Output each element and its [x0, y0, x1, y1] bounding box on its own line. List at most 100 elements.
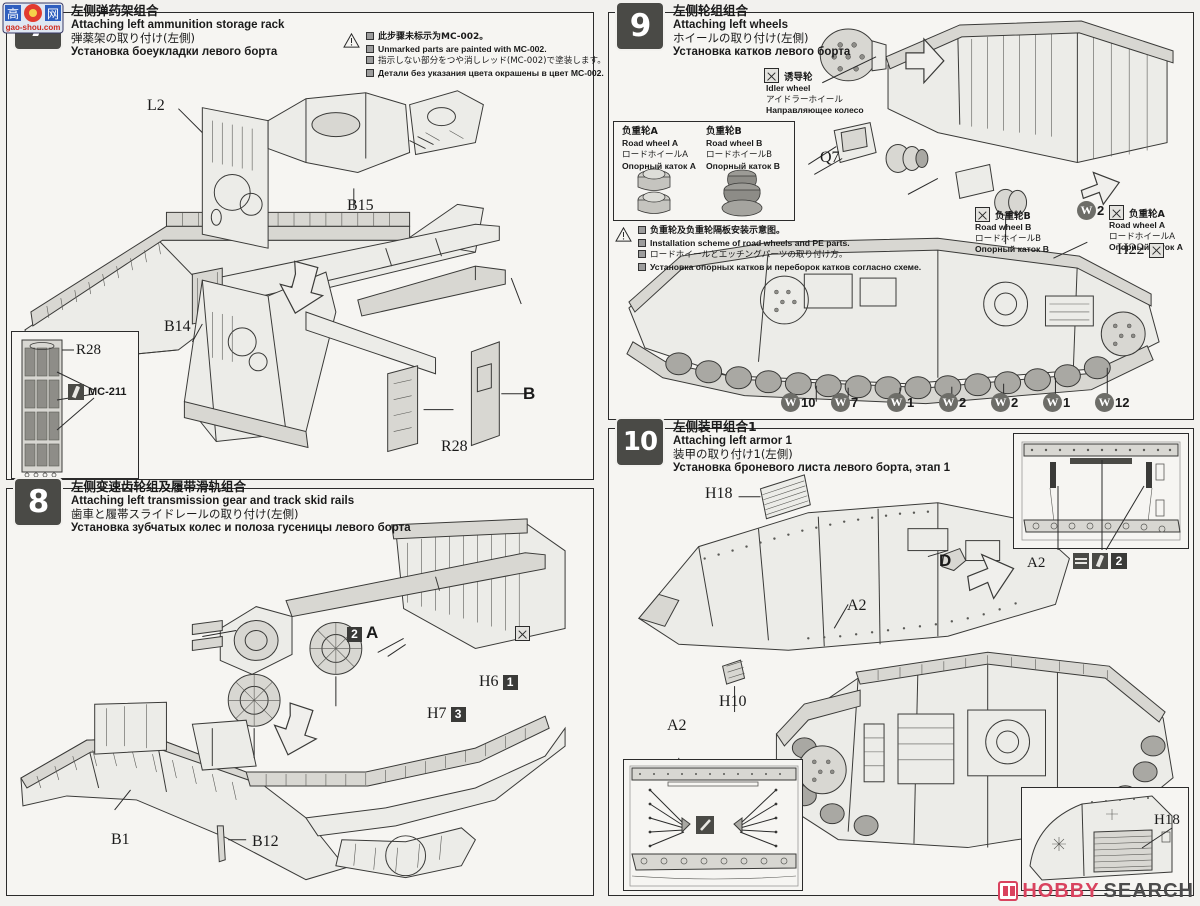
pe-part-icon	[1148, 242, 1164, 258]
wheel-marker-letter: W	[781, 393, 800, 412]
wheel-marker-letter: W	[1077, 201, 1096, 220]
part-label-b12: B12	[252, 833, 279, 850]
part-label-a: A	[366, 623, 379, 642]
step-7-note-cn: 此步骤未标示为MC-002。	[378, 32, 489, 42]
warning-icon	[343, 33, 360, 48]
step-8-panel: 8 左侧变速齿轮组及履带滑轨组合 Attaching left transmis…	[6, 479, 594, 896]
hobbysearch-text-b: SEARCH	[1103, 879, 1194, 902]
wheel-marker-count: 2	[1011, 395, 1019, 410]
part-label-q7: Q7	[820, 149, 840, 166]
flag-jp	[366, 56, 374, 65]
rwb-jp: ロードホイールB	[706, 149, 773, 160]
wheel-marker-letter: W	[887, 393, 906, 412]
rwa-callout-ru: Опорный каток A	[1109, 242, 1183, 252]
part-count-h7: 3	[450, 706, 466, 722]
step-7-title-cn: 左侧弹药架组合	[71, 3, 159, 18]
step-8-illustration	[20, 518, 566, 881]
step-8-header: 8 左侧变速齿轮组及履带滑轨组合 Attaching left transmis…	[15, 479, 411, 535]
step-10-panel: 10 左侧装甲组合1 Attaching left armor 1 装甲の取り付…	[608, 419, 1194, 896]
armor-inset-symbols: 2	[1073, 553, 1127, 569]
part-label-a2-main: A2	[847, 597, 867, 614]
legend-wheel-art	[637, 168, 763, 217]
hobbysearch-watermark: HOBBY SEARCH	[998, 878, 1194, 904]
flag-en	[638, 238, 646, 247]
pe-part-icon	[975, 207, 990, 222]
rwa-callout-en: Road wheel A	[1109, 220, 1166, 230]
part-label-b15: B15	[347, 197, 374, 214]
step-7-title-ru: Установка боеукладки левого борта	[71, 45, 278, 58]
pe-inset-part-label: R28	[76, 342, 102, 358]
wheel-marker-letter: W	[991, 393, 1010, 412]
step-8-title-cn: 左侧变速齿轮组及履带滑轨组合	[71, 479, 247, 494]
part-label-h18-inset: H18	[1154, 812, 1180, 828]
idler-ru: Направляющее колесо	[766, 105, 864, 115]
pe-part-icon	[1109, 205, 1124, 220]
rwb-ru: Опорный каток B	[706, 160, 780, 171]
warning-icon	[615, 227, 632, 242]
part-count-h6: 1	[502, 674, 518, 690]
pe-marker-step8	[515, 625, 530, 643]
part-label-a-group: 2 A	[347, 623, 378, 643]
part-label-h6: H6	[479, 673, 499, 690]
wheel-marker-1: W 10	[781, 393, 815, 412]
part-label-h22: H22	[1117, 241, 1145, 258]
part-label-b14: B14	[164, 318, 191, 335]
pe-fret-art	[21, 339, 95, 478]
part-label-h10: H10	[719, 693, 747, 710]
bend-fold-icon	[1073, 553, 1089, 569]
wheel-marker-count: 7	[851, 395, 859, 410]
rwb-callout-ru: Опорный каток B	[975, 244, 1049, 254]
step-9-panel: 9 左侧轮组组合 Attaching left wheels ホイールの取り付け…	[608, 3, 1194, 420]
wheel-marker-letter: W	[939, 393, 958, 412]
part-label-b1: B1	[111, 831, 130, 848]
flag-ru	[638, 262, 646, 271]
step-7-note-ru: Детали без указания цвета окрашены в цве…	[378, 67, 604, 78]
road-wheel-a-callout: 负重轮A Road wheel A ロードホイールA Опорный каток…	[1109, 205, 1183, 252]
step-9-title-en: Attaching left wheels	[673, 18, 789, 31]
armor-inset-count: 2	[1111, 553, 1127, 569]
part-label-h7-group: H7 3	[427, 705, 466, 723]
gao-shou-logo-icon: 高 网 gao-shou.com	[2, 2, 64, 34]
pe-fret-inset: R28 MC-211	[11, 331, 139, 479]
wheel-marker-6: W 1	[1043, 393, 1070, 412]
armor-detail-inset-bottom	[623, 759, 803, 891]
part-label-h7: H7	[427, 705, 447, 722]
part-label-h6-group: H6 1	[479, 673, 518, 691]
svg-text:高: 高	[7, 6, 19, 21]
step-9-title-ru: Установка катков левого борта	[673, 45, 851, 58]
step-8-number: 8	[15, 479, 61, 525]
step-10-title-cn: 左侧装甲组合1	[673, 419, 757, 434]
wheel-marker-count: 2	[1097, 203, 1105, 218]
wheel-marker-7: W 12	[1095, 393, 1129, 412]
svg-text:gao-shou.com: gao-shou.com	[6, 23, 61, 32]
rwb-en: Road wheel B	[706, 138, 763, 149]
step-8-title-en: Attaching left transmission gear and tra…	[71, 494, 355, 507]
step-9-note-cn: 负重轮及负重轮隔板安装示意图。	[650, 226, 786, 236]
part-label-h22-group: H22	[1117, 241, 1164, 259]
step-9-note-jp: ロードホイールとエッチングパーツの取り付け方。	[650, 250, 848, 261]
step-7-header: 7 左侧弹药架组合 Attaching left ammunition stor…	[15, 3, 284, 59]
road-wheel-legend: 负重轮A Road wheel A ロードホイールA Опорный каток…	[613, 121, 795, 221]
wheel-marker-count: 1	[907, 395, 915, 410]
idler-jp: アイドラーホイール	[766, 95, 843, 105]
wheel-marker-letter: W	[831, 393, 850, 412]
wheel-marker-2: W 7	[831, 393, 858, 412]
wheel-marker-letter: W	[1095, 393, 1114, 412]
rwb-callout-en: Road wheel B	[975, 222, 1032, 232]
armor-detail-art	[1021, 441, 1181, 550]
part-count-a: 2	[347, 626, 362, 642]
wheel-marker-count: 12	[1115, 395, 1130, 410]
rwa-jp: ロードホイールA	[622, 149, 689, 160]
wheel-marker-5: W 2	[991, 393, 1018, 412]
pe-part-icon	[764, 68, 779, 83]
flag-cn	[366, 32, 374, 40]
hobbysearch-text-a: HOBBY	[1022, 879, 1100, 902]
road-wheel-a-legend: 负重轮A Road wheel A ロードホイールA Опорный каток…	[622, 126, 696, 172]
step-10-title-en: Attaching left armor 1	[673, 434, 792, 447]
part-label-a2-inset: A2	[1027, 555, 1046, 571]
pe-inset-paint-code: MC-211	[88, 386, 127, 398]
step-10-title-jp: 装甲の取り付け1(左側)	[673, 447, 793, 462]
part-label-h18-top: H18	[705, 485, 733, 502]
step-10-number: 10	[617, 419, 663, 465]
